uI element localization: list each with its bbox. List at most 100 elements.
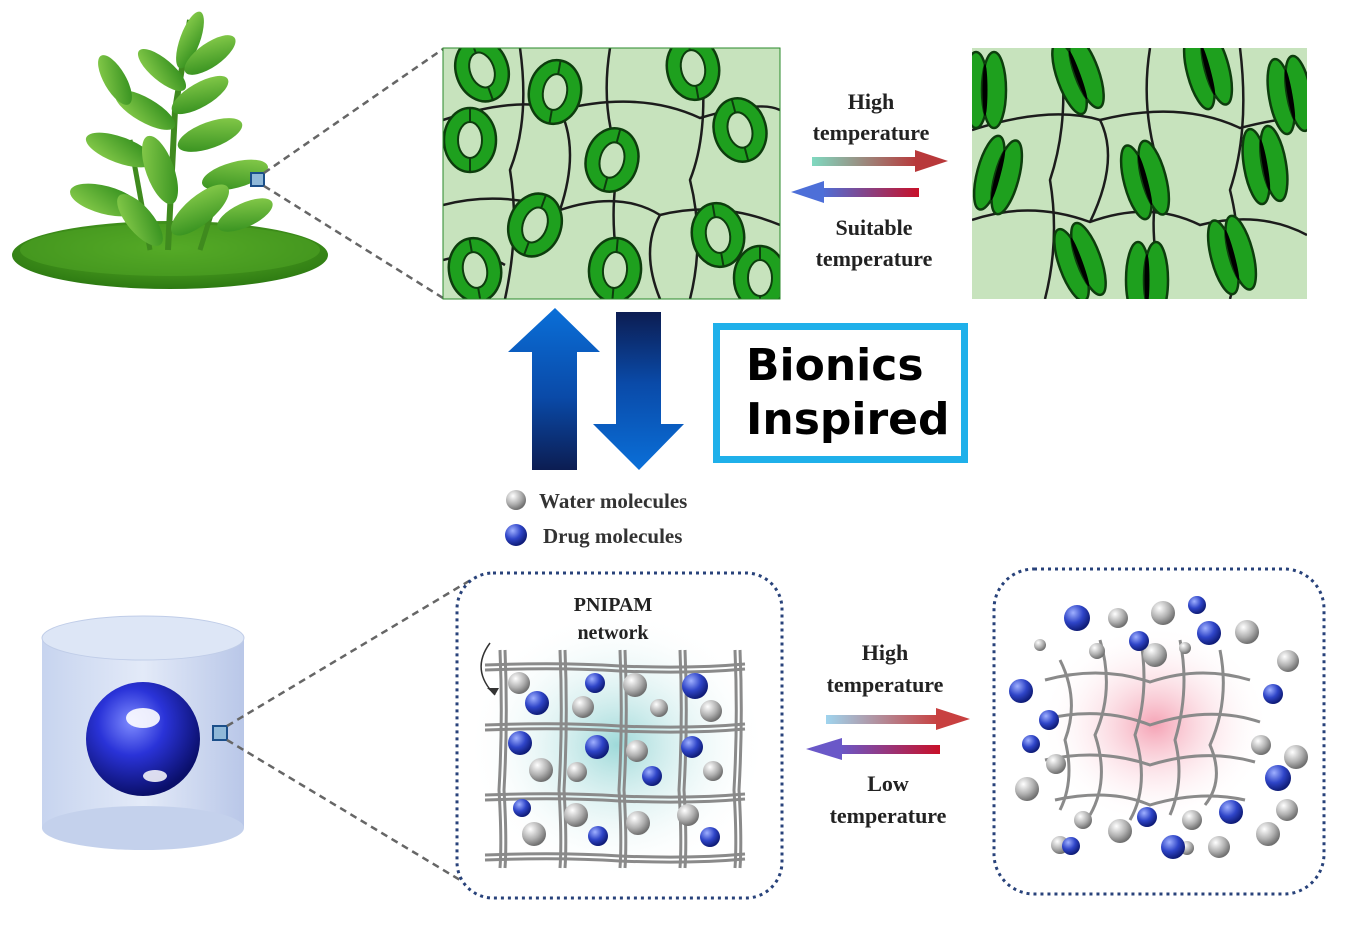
bionics-inspired-callout: Bionics Inspired: [713, 323, 968, 463]
water-molecule: [1277, 650, 1299, 672]
water-molecule: [1179, 642, 1191, 654]
callout-line1: Bionics: [746, 340, 924, 391]
open-stoma: [443, 106, 498, 174]
reverse-label-line2: temperature: [830, 803, 947, 828]
closed-stoma: [1124, 240, 1170, 299]
network-strand: [557, 649, 563, 869]
open-stoma: [665, 48, 721, 102]
forward-label-line1: High: [862, 640, 908, 665]
network-strand: [502, 649, 508, 869]
closed-stoma: [972, 134, 1024, 216]
water-molecule: [1046, 754, 1066, 774]
water-molecule: [1034, 639, 1046, 651]
drug-molecule: [700, 827, 720, 847]
water-molecule: [1143, 643, 1167, 667]
closed-stoma: [972, 50, 1008, 130]
drug-molecule: [1197, 621, 1221, 645]
water-molecule: [1276, 799, 1298, 821]
pnipam-label-line2: network: [577, 622, 649, 644]
temperature-arrows-top: [791, 150, 948, 203]
closed-stoma: [1241, 124, 1289, 206]
drug-molecule: [1188, 596, 1206, 614]
drug-molecule: [585, 673, 605, 693]
temperature-arrows-bottom: [806, 708, 970, 760]
zoom-line: [226, 738, 461, 882]
water-molecule: [626, 811, 650, 835]
drug-molecule: [1129, 631, 1149, 651]
water-molecule-legend-icon: [506, 490, 526, 510]
drug-molecule: [588, 826, 608, 846]
closed-stoma: [1053, 221, 1107, 299]
up-arrow: [508, 308, 600, 470]
open-stoma: [453, 48, 511, 103]
network-strand: [732, 649, 738, 869]
reverse-label-line1: Suitable: [835, 215, 912, 240]
water-molecule: [564, 803, 588, 827]
water-molecule: [1074, 811, 1092, 829]
network-strand: [497, 649, 503, 869]
legend: Water molecules Drug molecules: [505, 489, 687, 548]
forward-label-line2: temperature: [827, 672, 944, 697]
forward-label-line2: temperature: [813, 120, 930, 145]
water-molecule: [567, 762, 587, 782]
open-stoma: [712, 97, 768, 163]
stomata-closed-panel: [972, 48, 1307, 299]
zoom-line: [226, 576, 475, 728]
water-molecule: [626, 740, 648, 762]
water-molecule: [1208, 836, 1230, 858]
plant-illustration: [12, 11, 328, 289]
water-molecule: [1256, 822, 1280, 846]
drug-molecule: [1265, 765, 1291, 791]
water-molecule: [1108, 608, 1128, 628]
closed-stoma: [1206, 214, 1258, 296]
reverse-label-line1: Low: [867, 771, 909, 796]
open-stoma: [584, 127, 640, 193]
water-molecule: [1235, 620, 1259, 644]
hydrogel-cylinder: [41, 615, 245, 850]
legend-drug-label: Drug molecules: [543, 524, 682, 548]
reverse-label-line2: temperature: [816, 246, 933, 271]
water-molecule: [572, 696, 594, 718]
water-molecule: [623, 673, 647, 697]
open-stoma: [732, 244, 780, 299]
water-molecule: [529, 758, 553, 782]
water-molecule: [677, 804, 699, 826]
water-molecule: [522, 822, 546, 846]
water-molecule: [703, 761, 723, 781]
water-molecule: [1089, 643, 1105, 659]
callout-line2: Inspired: [746, 394, 950, 445]
drug-molecule-legend-icon: [505, 524, 527, 546]
drug-molecule: [1022, 735, 1040, 753]
drug-molecule: [1137, 807, 1157, 827]
water-molecule: [1108, 819, 1132, 843]
water-molecule: [700, 700, 722, 722]
legend-water-label: Water molecules: [539, 489, 687, 513]
drug-molecule: [508, 731, 532, 755]
open-stoma: [506, 192, 564, 258]
zoom-line: [263, 47, 444, 175]
drug-molecule: [1263, 684, 1283, 704]
drug-molecule: [1009, 679, 1033, 703]
drug-molecule: [1064, 605, 1090, 631]
water-molecule: [1251, 735, 1271, 755]
drug-molecule: [642, 766, 662, 786]
water-molecule: [1015, 777, 1039, 801]
network-strand: [562, 649, 568, 869]
gel-zoom-marker: [212, 725, 228, 741]
drug-molecule: [1161, 835, 1185, 859]
pnipam-label-line1: PNIPAM: [574, 594, 653, 616]
water-molecule: [1151, 601, 1175, 625]
closed-stoma: [1182, 48, 1234, 111]
pnipam-collapsed-panel: [992, 567, 1326, 896]
water-molecule: [650, 699, 668, 717]
forward-label-line1: High: [848, 89, 894, 114]
drug-molecule: [1062, 837, 1080, 855]
drug-molecule: [525, 691, 549, 715]
drug-molecule: [1039, 710, 1059, 730]
plant-zoom-marker: [250, 172, 265, 187]
closed-stoma: [1119, 139, 1171, 221]
drug-molecule: [681, 736, 703, 758]
water-molecule: [1182, 810, 1202, 830]
closed-stoma: [1051, 48, 1105, 116]
